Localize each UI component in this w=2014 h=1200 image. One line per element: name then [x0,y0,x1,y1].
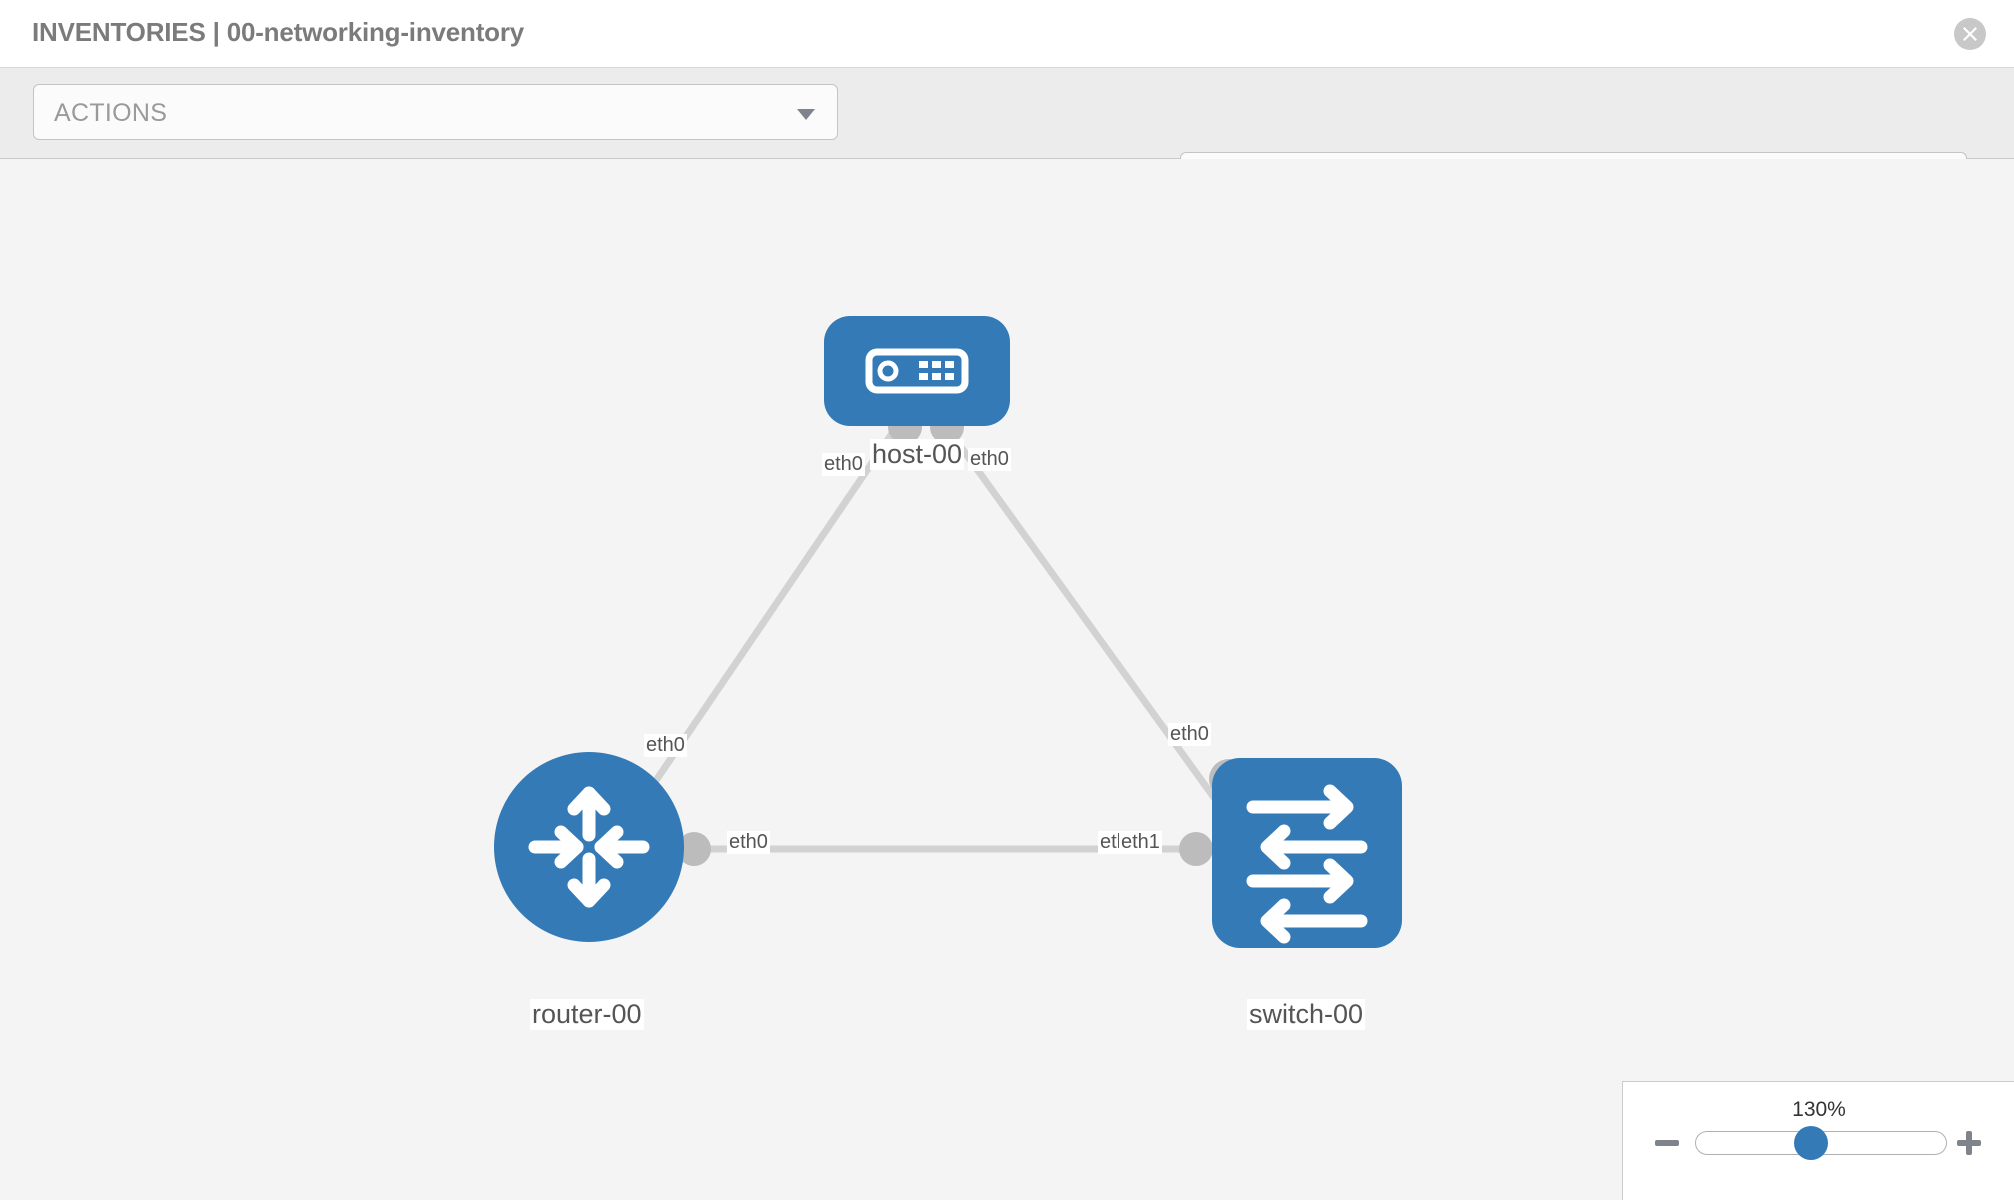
actions-dropdown[interactable]: ACTIONS [33,84,838,140]
close-icon[interactable] [1954,18,1986,50]
zoom-in-button[interactable] [1955,1129,1983,1157]
node-label-switch-00: switch-00 [1247,999,1366,1030]
minus-icon [1655,1140,1679,1146]
node-switch-00[interactable] [1212,758,1402,948]
close-glyph [1963,27,1977,41]
chevron-down-icon [797,109,815,120]
node-label-host-00: host-00 [870,439,965,470]
topology-canvas[interactable]: host-00 router-00 switch-00 eth0 eth0 et… [0,159,2014,1200]
connector-switch-left [1179,832,1213,866]
actions-dropdown-label: ACTIONS [54,99,168,127]
node-label-router-00: router-00 [530,999,644,1030]
zoom-slider-thumb[interactable] [1794,1126,1828,1160]
plus-icon [1957,1131,1981,1155]
router-arrows-icon [528,786,650,908]
page-title: INVENTORIES | 00-networking-inventory [32,17,525,47]
zoom-control-panel: 130% [1622,1081,2014,1200]
edge-label-switch-left-eth1: eth1 [1119,831,1162,854]
edge-label-host-right-eth0: eth0 [968,448,1011,471]
node-host-00[interactable] [824,316,1010,426]
toolbar: ACTIONS SEARCH [0,68,2014,208]
edge-label-router-right-eth0: eth0 [727,831,770,854]
edge-label-host-left-eth0: eth0 [822,453,865,476]
zoom-level-value: 130% [1792,1098,1846,1121]
switch-arrows-icon [1246,784,1368,944]
edge-label-switch-up-eth0: eth0 [1168,723,1211,746]
node-router-00[interactable] [494,752,684,942]
edge-label-router-up-eth0: eth0 [644,734,687,757]
zoom-out-button[interactable] [1653,1129,1681,1157]
app-header: INVENTORIES | 00-networking-inventory [0,0,2014,68]
server-icon [865,348,969,394]
topology-graph [494,316,1402,948]
connector-router-right [677,832,711,866]
